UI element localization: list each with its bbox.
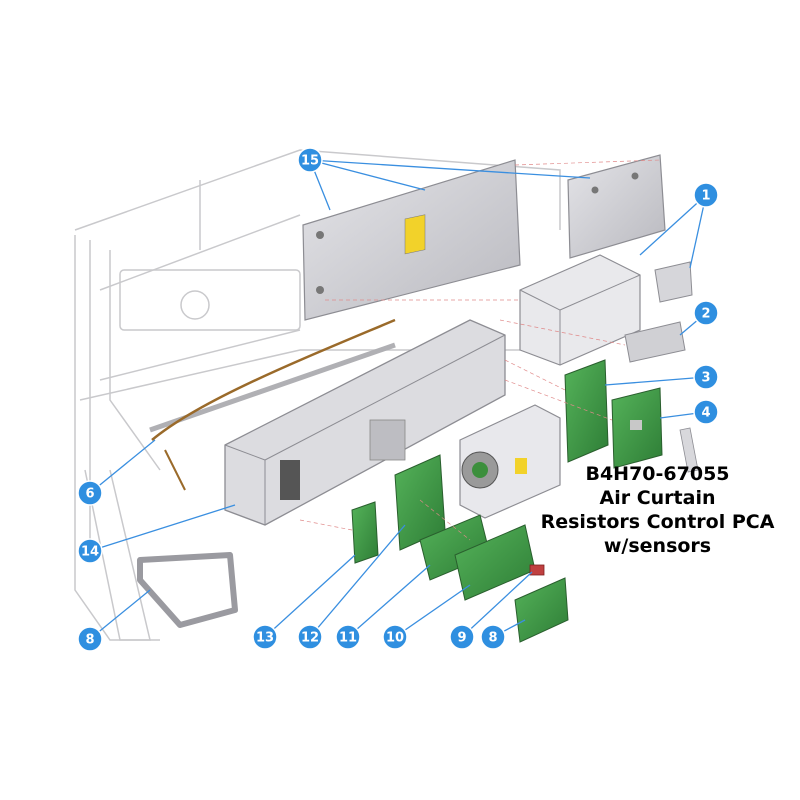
callout-circle	[297, 624, 323, 650]
callout-2: 2	[693, 300, 719, 326]
pcb-board-9	[529, 564, 545, 576]
top-cover-panel-left	[302, 159, 521, 321]
top-cover-panel-right	[567, 154, 666, 259]
callout-circle	[693, 364, 719, 390]
callout-number: 3	[701, 371, 710, 386]
callout-circle	[77, 626, 103, 652]
power-supply	[624, 321, 686, 363]
callout-number: 11	[339, 631, 357, 646]
callout-circle	[77, 538, 103, 564]
callout-circle	[77, 480, 103, 506]
callout-9: 9	[449, 624, 475, 650]
pcb-board-3	[564, 359, 609, 463]
callout-circle	[693, 182, 719, 208]
callout-circle	[693, 300, 719, 326]
assembly-guide-lines	[299, 159, 661, 541]
part-caption: B4H70-67055 Air Curtain Resistors Contro…	[520, 462, 795, 558]
callout-number: 15	[301, 154, 319, 169]
callout-number: 8	[488, 631, 497, 646]
callout-number: 2	[701, 307, 710, 322]
callout-10: 10	[382, 624, 408, 650]
callout-circle	[297, 147, 323, 173]
pcb-board-4	[611, 387, 699, 473]
part-number: B4H70-67055	[585, 463, 730, 485]
callout-number: 12	[301, 631, 319, 646]
callout-1: 1	[693, 182, 719, 208]
callout-14: 14	[77, 538, 103, 564]
callout-3: 3	[693, 364, 719, 390]
pcb-board-8	[514, 577, 569, 643]
fan-power-unit	[459, 404, 561, 519]
callout-circle	[449, 624, 475, 650]
flat-ribbon-cable	[137, 552, 238, 628]
callout-8: 8	[77, 626, 103, 652]
callout-number: 8	[85, 633, 94, 648]
sensor-cable-assembly	[149, 318, 396, 491]
callout-circle	[693, 399, 719, 425]
callout-15: 15	[297, 147, 323, 173]
callout-circle	[382, 624, 408, 650]
psu-bracket	[654, 261, 693, 303]
callout-13: 13	[252, 624, 278, 650]
psu-enclosure	[519, 254, 641, 366]
callout-number: 14	[81, 545, 99, 560]
electronics-chassis	[224, 319, 506, 526]
callout-circle	[252, 624, 278, 650]
callout-number: 10	[386, 631, 404, 646]
callout-circle	[335, 624, 361, 650]
callout-number: 4	[701, 406, 710, 421]
callout-8: 8	[480, 624, 506, 650]
pcb-board-13	[351, 501, 379, 564]
callout-4: 4	[693, 399, 719, 425]
callout-number: 1	[701, 189, 710, 204]
callout-circle	[480, 624, 506, 650]
callout-number: 6	[85, 487, 94, 502]
printer-chassis-outline	[74, 149, 561, 641]
callout-number: 13	[256, 631, 274, 646]
callout-6: 6	[77, 480, 103, 506]
part-name-line-1: Air Curtain	[599, 487, 716, 509]
part-name-line-3: w/sensors	[603, 535, 712, 557]
callout-11: 11	[335, 624, 361, 650]
callout-number: 9	[457, 631, 466, 646]
callout-12: 12	[297, 624, 323, 650]
part-name-line-2: Resistors Control PCA	[540, 511, 775, 533]
